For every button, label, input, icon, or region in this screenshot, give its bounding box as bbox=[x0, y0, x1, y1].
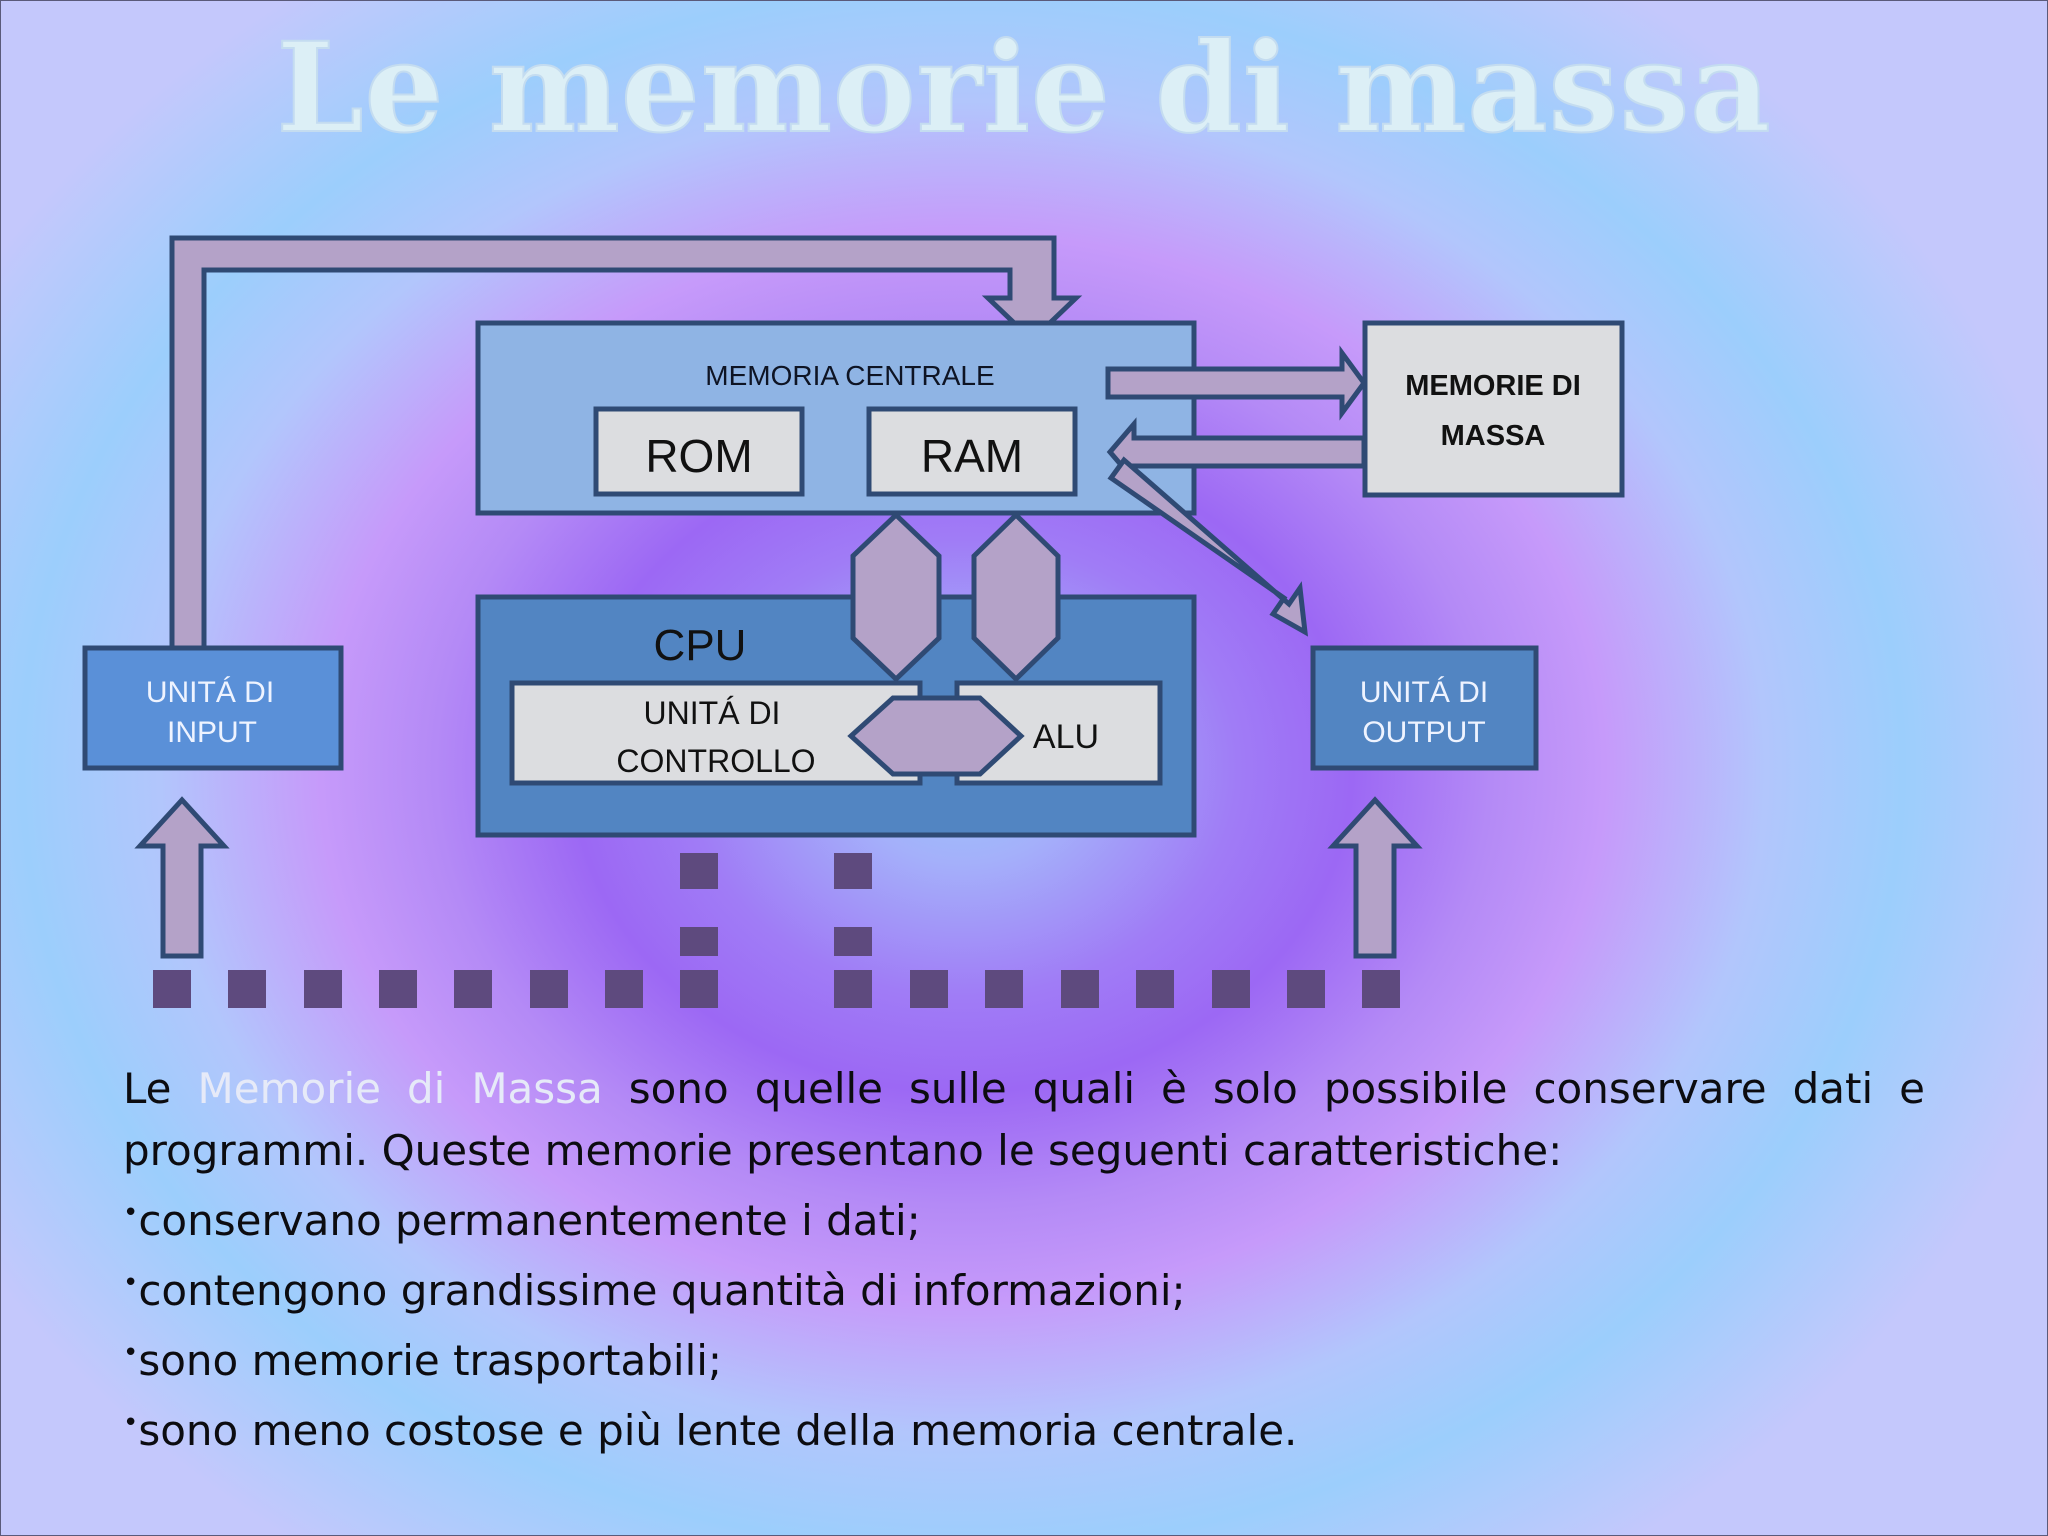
bus-connector-right bbox=[971, 511, 1061, 683]
bullet-dot: • bbox=[123, 1408, 139, 1438]
output-up-arrow bbox=[1327, 796, 1423, 959]
bus-dot bbox=[680, 927, 718, 956]
bus-dot bbox=[1362, 970, 1400, 1008]
bus-dot bbox=[605, 970, 643, 1008]
bullet-dot: • bbox=[123, 1198, 139, 1228]
bus-dot bbox=[985, 970, 1023, 1008]
bullet-dot: • bbox=[123, 1268, 139, 1298]
rom-label: ROM bbox=[645, 430, 752, 482]
unita-di-output-label-line2: OUTPUT bbox=[1362, 716, 1485, 749]
bullet-text: sono meno costose e più lente della memo… bbox=[138, 1406, 1298, 1455]
memorie-di-massa-label-line2: MASSA bbox=[1441, 420, 1546, 452]
bus-connector-cu-alu bbox=[847, 695, 1025, 777]
cpu-label: CPU bbox=[654, 621, 747, 670]
memoria-centrale-label: MEMORIA CENTRALE bbox=[705, 360, 994, 391]
bus-connector-left bbox=[850, 511, 942, 683]
bullet-item: •sono memorie trasportabili; bbox=[123, 1322, 1925, 1392]
intro-paragraph: Le Memorie di Massa sono quelle sulle qu… bbox=[123, 1058, 1925, 1182]
bus-dot bbox=[1287, 970, 1325, 1008]
slide-title: Le memorie di massa bbox=[275, 15, 1772, 162]
intro-text-before: Le bbox=[123, 1064, 198, 1113]
unita-di-output-box bbox=[1310, 645, 1539, 771]
rom-box bbox=[593, 406, 805, 497]
memorie-di-massa-box bbox=[1362, 320, 1625, 498]
bus-dot bbox=[454, 970, 492, 1008]
bus-dot bbox=[530, 970, 568, 1008]
unita-di-input-label-line2: INPUT bbox=[167, 716, 257, 749]
ram-label: RAM bbox=[921, 430, 1023, 482]
bus-dot bbox=[680, 853, 718, 889]
bus-dot bbox=[1136, 970, 1174, 1008]
unita-di-controllo-label-line1: UNITÁ DI bbox=[644, 695, 781, 731]
bullet-item: •contengono grandissime quantità di info… bbox=[123, 1252, 1925, 1322]
bullet-item: •sono meno costose e più lente della mem… bbox=[123, 1392, 1925, 1462]
bus-dot bbox=[834, 927, 872, 956]
bus-dot bbox=[379, 970, 417, 1008]
input-to-memory-arrow bbox=[169, 235, 1083, 651]
bus-dot bbox=[834, 970, 872, 1008]
intro-highlight: Memorie di Massa bbox=[197, 1064, 603, 1113]
bus-dot bbox=[1061, 970, 1099, 1008]
bullet-text: conservano permanentemente i dati; bbox=[138, 1196, 921, 1245]
bullet-text: sono memorie trasportabili; bbox=[138, 1336, 723, 1385]
memory-to-mass-arrow bbox=[1105, 345, 1368, 421]
dotted-bus-lines bbox=[153, 853, 1400, 1008]
input-up-arrow bbox=[134, 796, 230, 959]
memoria-centrale-box bbox=[475, 320, 1197, 516]
bus-dot bbox=[1212, 970, 1250, 1008]
unita-di-output-label-line1: UNITÁ DI bbox=[1360, 676, 1488, 709]
body-text: Le Memorie di Massa sono quelle sulle qu… bbox=[123, 1058, 1925, 1462]
bullet-item: •conservano permanentemente i dati; bbox=[123, 1182, 1925, 1252]
bus-dot bbox=[304, 970, 342, 1008]
ram-box bbox=[866, 406, 1078, 497]
bus-dot bbox=[680, 970, 718, 1008]
unita-di-input-label-line1: UNITÁ DI bbox=[146, 676, 274, 709]
intro-text-after: sono quelle sulle quali è solo possibile… bbox=[123, 1064, 1926, 1175]
bus-dot bbox=[834, 853, 872, 889]
alu-label: ALU bbox=[1033, 718, 1099, 756]
bus-dot bbox=[153, 970, 191, 1008]
bullet-text: contengono grandissime quantità di infor… bbox=[138, 1266, 1186, 1315]
memorie-di-massa-label-line1: MEMORIE DI bbox=[1405, 370, 1581, 402]
memory-to-output-arrow bbox=[1107, 456, 1309, 637]
bus-dot bbox=[228, 970, 266, 1008]
unita-di-controllo-label-line2: CONTROLLO bbox=[616, 743, 815, 779]
bus-dot bbox=[910, 970, 948, 1008]
unita-di-input-box bbox=[82, 645, 344, 771]
bullet-dot: • bbox=[123, 1338, 139, 1368]
